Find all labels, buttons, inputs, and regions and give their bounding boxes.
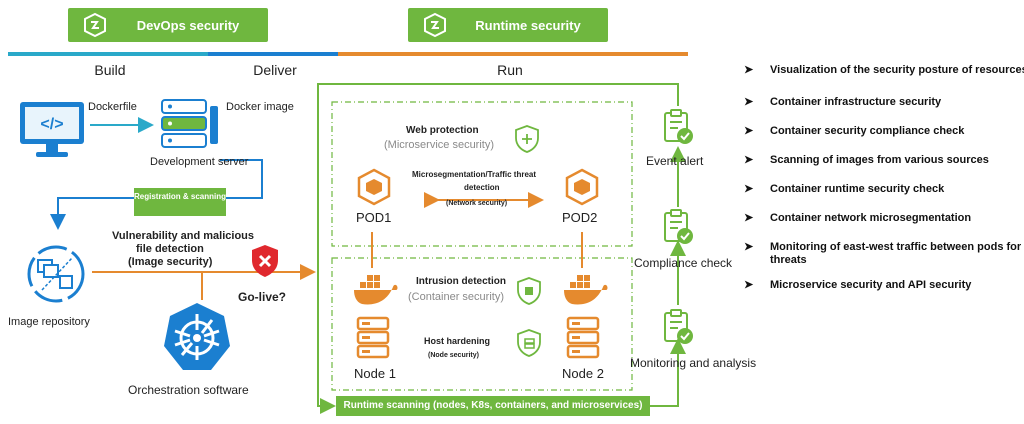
runtime-scanning-label: Runtime scanning (nodes, K8s, containers… bbox=[343, 400, 643, 411]
microseg-sub: (Network security) bbox=[446, 200, 508, 207]
compliance-clipboard-icon bbox=[664, 209, 693, 244]
shield-logo-icon bbox=[424, 12, 446, 38]
list-item: ➤Scanning of images from various sources bbox=[744, 154, 989, 166]
list-item: ➤Container runtime security check bbox=[744, 183, 945, 195]
compliance-check-label: Compliance check bbox=[634, 256, 733, 270]
vulnerability-line1: Vulnerability and malicious bbox=[112, 230, 255, 242]
event-alert-clipboard-icon bbox=[664, 109, 693, 144]
runtime-security-banner: Runtime security bbox=[408, 8, 608, 42]
web-protection-label: Web protection bbox=[406, 125, 479, 136]
event-alert-label: Event alert bbox=[646, 154, 704, 168]
container2-docker-icon bbox=[564, 275, 608, 305]
monitoring-clipboard-icon bbox=[664, 309, 693, 344]
reject-shield-icon bbox=[252, 245, 278, 277]
container1-docker-icon bbox=[354, 275, 398, 305]
computer-code-icon: </> bbox=[20, 102, 84, 157]
pod2-cube-icon bbox=[565, 168, 599, 206]
node1-label: Node 1 bbox=[354, 366, 396, 381]
pod2-label: POD2 bbox=[562, 210, 598, 225]
arrow-marker-icon: ➤ bbox=[744, 154, 754, 166]
arrow-marker-icon: ➤ bbox=[744, 183, 754, 195]
run-phase-label: Run bbox=[497, 62, 523, 78]
list-item: ➤Container infrastructure security bbox=[744, 96, 942, 108]
development-server-label: Development server bbox=[150, 156, 249, 168]
registration-arrow bbox=[50, 159, 263, 230]
host-hardening-sub: (Node security) bbox=[428, 352, 479, 359]
runtime-loop-top bbox=[317, 83, 679, 320]
web-protection-sub: (Microservice security) bbox=[384, 139, 495, 151]
list-item: ➤Monitoring of east-west traffic between… bbox=[744, 241, 1022, 266]
shield-logo-icon bbox=[84, 12, 106, 38]
container-zone bbox=[331, 257, 633, 391]
monitoring-arrow bbox=[650, 338, 686, 407]
arrow-marker-icon: ➤ bbox=[744, 241, 754, 253]
pod1-label: POD1 bbox=[356, 210, 392, 225]
runtime-banner-label: Runtime security bbox=[475, 17, 581, 33]
orchestration-label: Orchestration software bbox=[128, 383, 249, 397]
svg-text:</>: </> bbox=[40, 116, 63, 133]
dockerfile-label: Dockerfile bbox=[88, 101, 137, 113]
registration-scanning-badge: Registration & scanning bbox=[134, 188, 226, 216]
node2-server-icon bbox=[566, 316, 600, 359]
devops-banner-label: DevOps security bbox=[136, 17, 240, 33]
list-item: ➤Container network microsegmentation bbox=[744, 212, 972, 224]
intrusion-label: Intrusion detection bbox=[416, 276, 506, 287]
capability-list: ➤Visualization of the security posture o… bbox=[738, 64, 1024, 299]
deliver-phase-bar bbox=[208, 52, 338, 56]
arrow-marker-icon: ➤ bbox=[744, 279, 754, 291]
arrow-marker-icon: ➤ bbox=[744, 212, 754, 224]
deliver-phase-label: Deliver bbox=[253, 62, 297, 78]
host-hardening-label: Host hardening bbox=[424, 336, 491, 346]
monitoring-label: Monitoring and analysis bbox=[630, 356, 757, 370]
build-phase-bar bbox=[8, 52, 208, 56]
run-phase-bar bbox=[338, 52, 688, 56]
build-phase-label: Build bbox=[94, 62, 126, 78]
container-shield-icon bbox=[517, 277, 541, 305]
node-shield-icon bbox=[517, 329, 541, 357]
list-item: ➤Container security compliance check bbox=[744, 125, 965, 137]
kubernetes-icon bbox=[164, 303, 230, 370]
pod1-cube-icon bbox=[357, 168, 391, 206]
arrow-marker-icon: ➤ bbox=[744, 64, 754, 76]
microseg-line2: detection bbox=[464, 183, 500, 192]
node2-label: Node 2 bbox=[562, 366, 604, 381]
vulnerability-line2: file detection bbox=[136, 243, 204, 255]
image-repository-icon bbox=[27, 245, 85, 303]
arrow-marker-icon: ➤ bbox=[744, 96, 754, 108]
docker-image-label: Docker image bbox=[226, 101, 294, 113]
intrusion-sub: (Container security) bbox=[408, 291, 504, 303]
microservice-zone bbox=[331, 101, 633, 247]
vulnerability-line3: (Image security) bbox=[128, 256, 213, 268]
node1-server-icon bbox=[356, 316, 390, 359]
web-shield-icon bbox=[515, 125, 539, 153]
runtime-loop-bottom bbox=[317, 320, 336, 414]
registration-scanning-label: Registration & scanning bbox=[134, 192, 227, 201]
microseg-line1: Microsegmentation/Traffic threat bbox=[412, 170, 537, 179]
go-live-label: Go-live? bbox=[238, 290, 287, 304]
list-item: ➤Visualization of the security posture o… bbox=[744, 64, 1024, 76]
list-item: ➤Microservice security and API security bbox=[744, 279, 972, 291]
devops-security-banner: DevOps security bbox=[68, 8, 268, 42]
arrow-marker-icon: ➤ bbox=[744, 125, 754, 137]
image-repository-label: Image repository bbox=[8, 316, 90, 328]
development-server-icon bbox=[161, 99, 218, 148]
runtime-scanning-bar: Runtime scanning (nodes, K8s, containers… bbox=[336, 396, 650, 416]
